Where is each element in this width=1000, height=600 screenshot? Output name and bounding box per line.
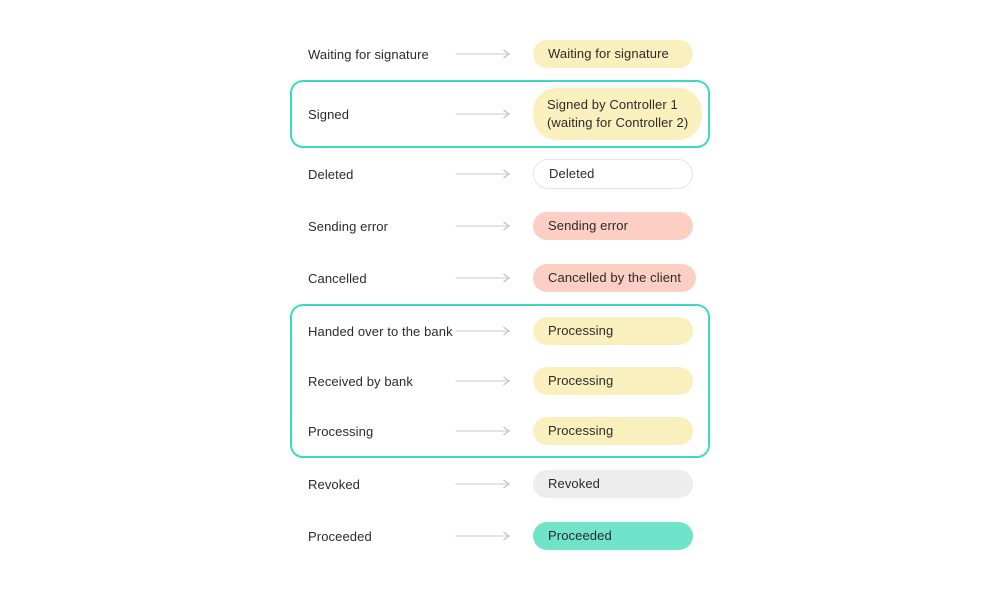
status-mapping-diagram: Waiting for signature Waiting for signat…: [290, 0, 710, 562]
status-badge: Processing: [533, 417, 693, 445]
signed-highlight-group: Signed Signed by Controller 1 (waiting f…: [290, 80, 710, 148]
mapping-row: Waiting for signature Waiting for signat…: [290, 28, 710, 80]
arrow-right-icon: [455, 530, 515, 542]
arrow-right-icon: [455, 48, 515, 60]
status-badge: Cancelled by the client: [533, 264, 697, 292]
mapping-row: Handed over to the bank Processing: [292, 306, 708, 356]
mapping-row: Deleted Deleted: [290, 148, 710, 200]
status-badge-line: Signed by Controller 1: [547, 97, 678, 112]
status-badge: Proceeded: [533, 522, 693, 550]
arrow-right-icon: [455, 220, 515, 232]
arrow-right-icon: [455, 272, 515, 284]
source-status-label: Proceeded: [308, 528, 372, 544]
source-status-label: Revoked: [308, 476, 361, 492]
status-badge: Sending error: [533, 212, 693, 240]
mapping-row: Signed Signed by Controller 1 (waiting f…: [292, 82, 708, 146]
status-badge: Revoked: [533, 470, 693, 498]
mapping-row: Processing Processing: [292, 406, 708, 456]
source-status-label: Cancelled: [308, 270, 367, 286]
arrow-right-icon: [455, 108, 515, 120]
status-badge: Waiting for signature: [533, 40, 693, 68]
processing-highlight-group: Handed over to the bank Processing Recei…: [290, 304, 710, 458]
arrow-right-icon: [455, 168, 515, 180]
mapping-row: Sending error Sending error: [290, 200, 710, 252]
status-badge: Signed by Controller 1 (waiting for Cont…: [533, 88, 703, 140]
source-status-label: Received by bank: [308, 373, 413, 389]
source-status-label: Deleted: [308, 166, 354, 182]
arrow-right-icon: [455, 425, 515, 437]
source-status-label: Handed over to the bank: [308, 323, 453, 339]
source-status-label: Waiting for signature: [308, 46, 429, 62]
mapping-row: Cancelled Cancelled by the client: [290, 252, 710, 304]
status-badge: Processing: [533, 317, 693, 345]
source-status-label: Processing: [308, 423, 374, 439]
status-badge-line: (waiting for Controller 2): [547, 115, 689, 130]
arrow-right-icon: [455, 375, 515, 387]
source-status-label: Signed: [308, 106, 350, 122]
mapping-row: Proceeded Proceeded: [290, 510, 710, 562]
mapping-row: Received by bank Processing: [292, 356, 708, 406]
status-badge: Deleted: [533, 159, 693, 189]
status-badge: Processing: [533, 367, 693, 395]
mapping-row: Revoked Revoked: [290, 458, 710, 510]
arrow-right-icon: [455, 478, 515, 490]
source-status-label: Sending error: [308, 218, 389, 234]
arrow-right-icon: [455, 325, 515, 337]
